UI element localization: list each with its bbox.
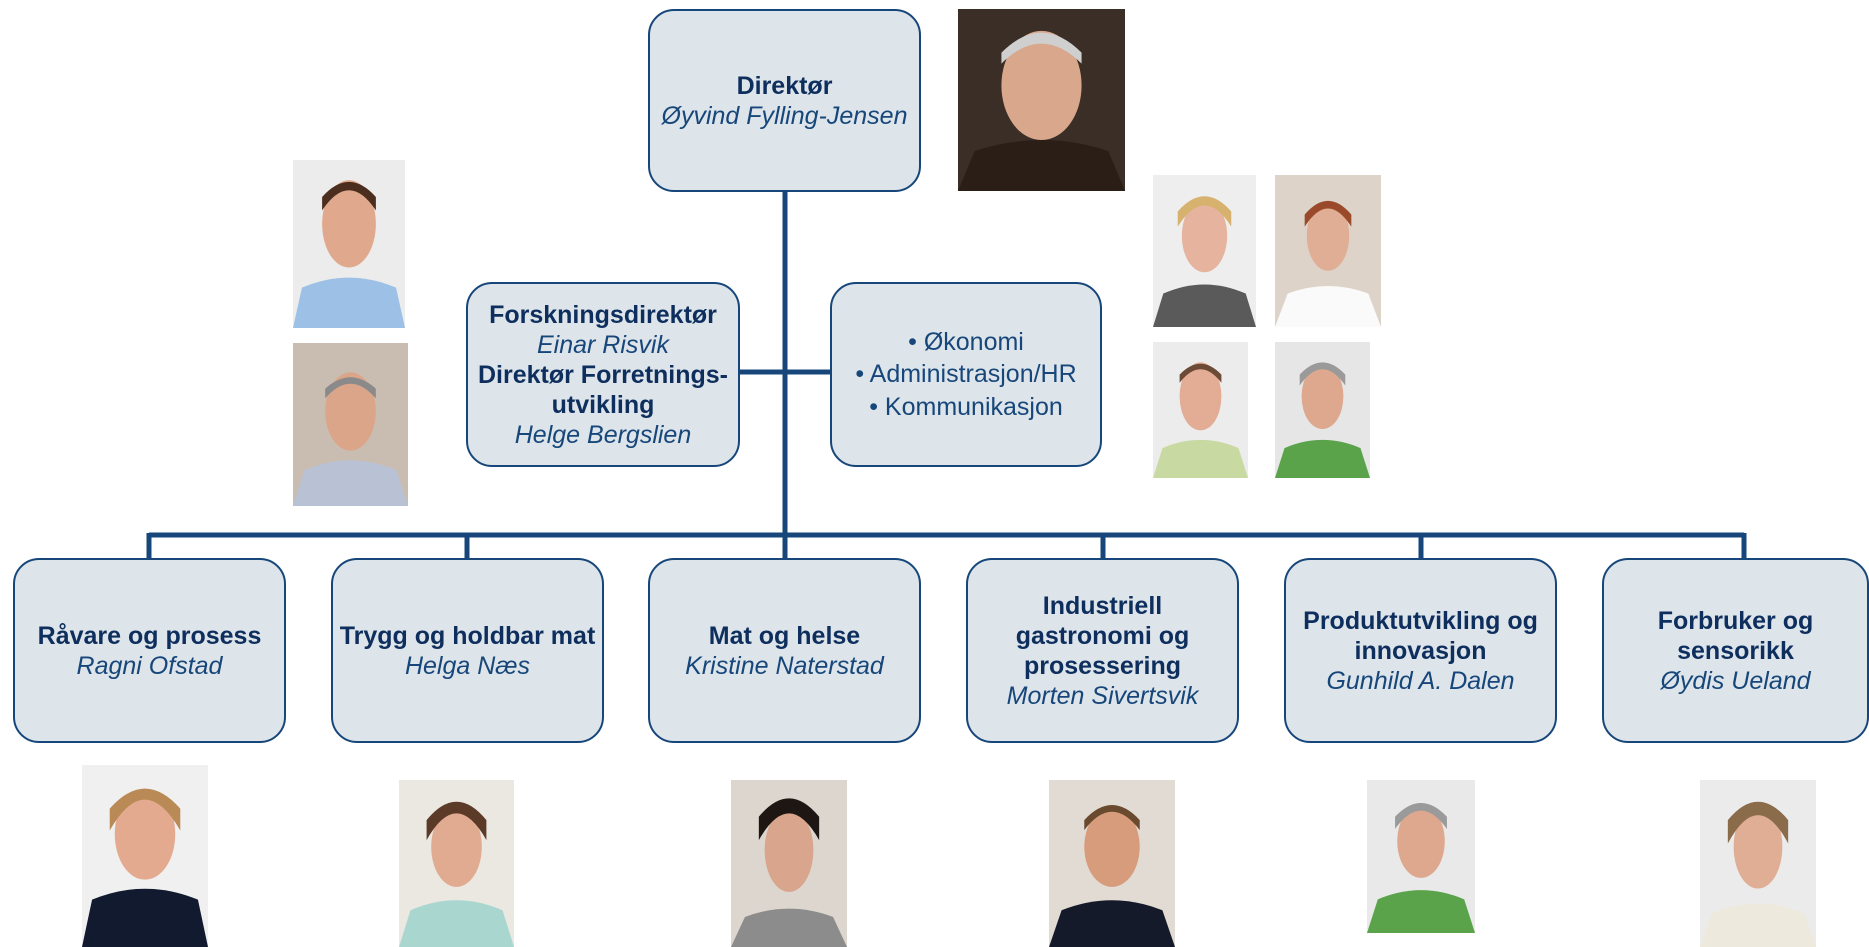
staff-item-economy: • Økonomi <box>908 327 1024 356</box>
portrait-photo <box>1367 780 1475 933</box>
department-leader: Gunhild A. Dalen <box>1326 666 1515 695</box>
department-box: Råvare og prosess Ragni Ofstad <box>13 558 286 743</box>
business-director-title-2: utvikling <box>551 390 655 419</box>
department-box: Produktutvikling og innovasjon Gunhild A… <box>1284 558 1557 743</box>
portrait-photo <box>293 343 408 506</box>
research-directors-box: Forskningsdirektør Einar Risvik Direktør… <box>466 282 740 467</box>
department-box: Industriell gastronomi og prosessering M… <box>966 558 1239 743</box>
staff-item-communication: • Kommunikasjon <box>869 392 1063 421</box>
department-leader: Kristine Naterstad <box>685 651 884 680</box>
staff-functions-box: • Økonomi • Administrasjon/HR • Kommunik… <box>830 282 1102 467</box>
director-box: Direktør Øyvind Fylling-Jensen <box>648 9 921 192</box>
portrait-photo <box>958 9 1125 191</box>
portrait-photo <box>731 780 847 947</box>
portrait-photo <box>1049 780 1175 947</box>
department-title: Forbruker og sensorikk <box>1657 606 1814 665</box>
department-title: Mat og helse <box>708 621 861 650</box>
department-leader: Ragni Ofstad <box>76 651 223 680</box>
department-title: Industriell gastronomi og prosessering <box>1015 591 1190 680</box>
department-title: Trygg og holdbar mat <box>339 621 596 650</box>
portrait-photo <box>82 765 208 947</box>
department-box: Trygg og holdbar mat Helga Næs <box>331 558 604 743</box>
department-leader: Helga Næs <box>404 651 531 680</box>
research-director-name: Einar Risvik <box>537 330 669 359</box>
portrait-photo <box>1153 175 1256 327</box>
portrait-photo <box>1700 780 1816 947</box>
portrait-photo <box>1275 175 1381 327</box>
staff-item-admin-hr: • Administrasjon/HR <box>855 360 1077 389</box>
department-title: Råvare og prosess <box>37 621 262 650</box>
director-title: Direktør <box>736 71 833 100</box>
portrait-photo <box>1275 342 1370 478</box>
department-leader: Øydis Ueland <box>1660 666 1811 695</box>
portrait-photo <box>293 160 405 328</box>
director-name: Øyvind Fylling-Jensen <box>661 101 908 130</box>
department-title: Produktutvikling og innovasjon <box>1303 606 1538 665</box>
portrait-photo <box>1153 342 1248 478</box>
research-director-title: Forskningsdirektør <box>489 300 717 329</box>
business-director-name: Helge Bergslien <box>514 420 692 449</box>
business-director-title-1: Direktør Forretnings- <box>477 360 729 389</box>
department-box: Forbruker og sensorikk Øydis Ueland <box>1602 558 1869 743</box>
department-box: Mat og helse Kristine Naterstad <box>648 558 921 743</box>
department-leader: Morten Sivertsvik <box>1006 681 1199 710</box>
portrait-photo <box>399 780 514 947</box>
